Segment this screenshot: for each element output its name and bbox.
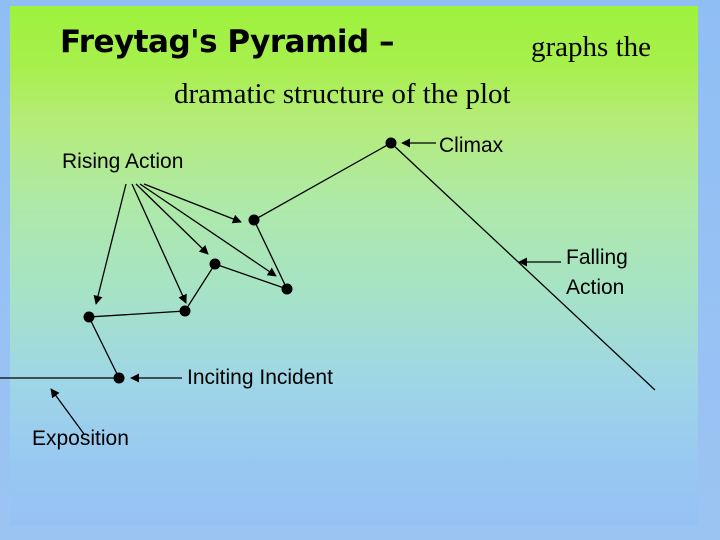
- rising-arrow-3: [135, 183, 209, 255]
- rising-arrow-2: [131, 183, 187, 304]
- plot-point-rising-3: [209, 258, 221, 270]
- label-falling-action: Falling Action: [566, 243, 628, 303]
- exposition-arrow: [50, 388, 85, 435]
- label-falling-action-line2: Action: [566, 276, 625, 299]
- label-falling-action-line1: Falling: [566, 246, 628, 269]
- label-rising-action: Rising Action: [62, 150, 184, 173]
- label-exposition: Exposition: [32, 427, 129, 450]
- plot-point-rising-5: [248, 214, 260, 226]
- label-climax: Climax: [439, 134, 504, 157]
- plot-line-rising: [87, 142, 392, 379]
- plot-point-inciting: [113, 372, 125, 384]
- plot-point-rising-4: [281, 283, 293, 295]
- title-main: Freytag's Pyramid –: [60, 24, 395, 60]
- title-subtitle-line1: graphs the: [531, 31, 651, 63]
- plot-point-climax: [385, 137, 397, 149]
- title-subtitle-line2: dramatic structure of the plot: [174, 78, 511, 110]
- rising-arrow-4: [139, 183, 277, 277]
- plot-point-rising-1: [83, 311, 95, 323]
- background-panel: [10, 6, 698, 526]
- label-inciting-incident: Inciting Incident: [187, 366, 333, 389]
- rising-arrow-5: [143, 183, 242, 224]
- plot-point-rising-2: [179, 305, 191, 317]
- rising-arrow-1: [93, 183, 127, 305]
